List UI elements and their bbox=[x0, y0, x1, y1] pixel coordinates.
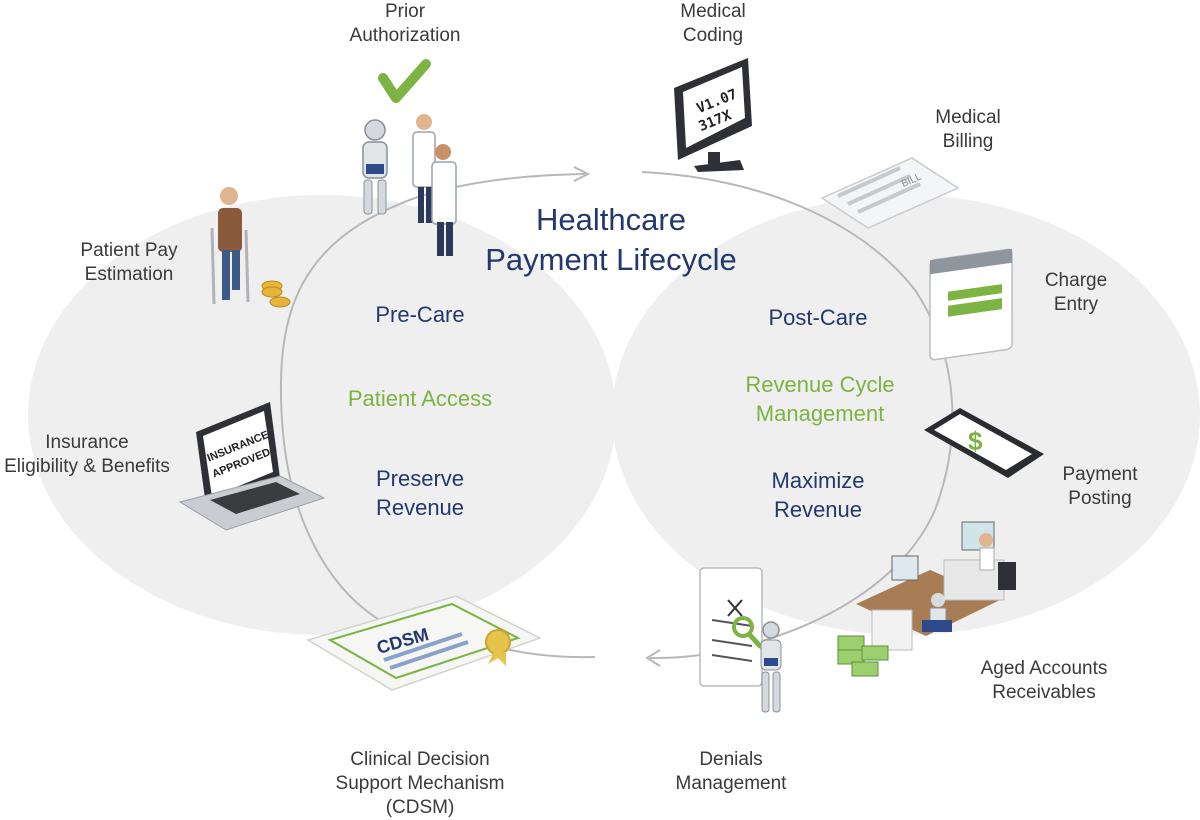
stage-label-line: Authorization bbox=[349, 25, 461, 46]
stage-patient-pay-estimation: Patient Pay Estimation bbox=[80, 239, 177, 287]
cash-stack-icon bbox=[837, 635, 889, 677]
stage-label-line: Receivables bbox=[992, 682, 1096, 703]
robot-icon bbox=[760, 621, 782, 713]
stage-label-line: Estimation bbox=[84, 264, 174, 285]
stage-label-line: Management bbox=[675, 773, 787, 794]
stage-label-line: Insurance bbox=[45, 432, 129, 453]
post-care-heading-text: Post-Care bbox=[768, 305, 868, 330]
smartphone-icon: $ bbox=[924, 408, 1044, 478]
stage-label-line: Coding bbox=[682, 25, 744, 46]
dollar-sign: $ bbox=[968, 426, 983, 456]
stage-label-line: Entry bbox=[1053, 294, 1099, 315]
doctor-icon bbox=[412, 114, 457, 256]
stage-medical-coding: Medical Coding bbox=[680, 0, 745, 48]
post-care-zone bbox=[612, 195, 1200, 635]
stage-label-line: Patient Pay bbox=[80, 240, 178, 261]
laptop-icon: INSURANCE APPROVED bbox=[178, 402, 326, 531]
diagram-title: Healthcare Payment Lifecycle bbox=[485, 200, 737, 280]
title-line-2: Payment Lifecycle bbox=[485, 242, 737, 277]
revenue-text-left: Revenue bbox=[375, 495, 465, 520]
stage-label-line: Billing bbox=[942, 131, 994, 152]
stage-prior-authorization: Prior Authorization bbox=[350, 0, 461, 48]
preserve-text: Preserve bbox=[375, 466, 465, 491]
stage-medical-billing: Medical Billing bbox=[935, 106, 1000, 154]
check-icon bbox=[378, 59, 431, 103]
stage-label-line: Aged Accounts bbox=[980, 658, 1108, 679]
browser-window-icon bbox=[929, 248, 1013, 361]
document-magnifier-icon bbox=[699, 567, 763, 687]
patient-access-label: Patient Access bbox=[348, 384, 492, 413]
arrow-right-icon bbox=[573, 166, 591, 182]
maximize-revenue-label: Maximize Revenue bbox=[772, 466, 865, 524]
patient-crutches-icon bbox=[210, 187, 250, 305]
stage-label-line: Medical bbox=[935, 107, 1001, 128]
stage-label-line: Medical bbox=[680, 1, 746, 22]
pre-care-heading-text: Pre-Care bbox=[375, 302, 465, 327]
revenue-text-right: Revenue bbox=[773, 497, 863, 522]
post-care-heading: Post-Care bbox=[768, 303, 867, 332]
patient-access-text: Patient Access bbox=[347, 386, 493, 411]
stage-label-line: Prior bbox=[384, 1, 426, 22]
stage-label-line: Payment bbox=[1062, 464, 1138, 485]
revenue-cycle-text: Revenue Cycle bbox=[745, 372, 895, 397]
pre-care-zone bbox=[28, 195, 616, 635]
robot-icon bbox=[362, 119, 388, 215]
stage-label-line: Support Mechanism bbox=[335, 773, 505, 794]
stage-label-line: Clinical Decision bbox=[350, 749, 490, 770]
preserve-revenue-label: Preserve Revenue bbox=[376, 464, 464, 522]
revenue-cycle-management-label: Revenue Cycle Management bbox=[745, 370, 894, 428]
stage-aged-accounts-receivables: Aged Accounts Receivables bbox=[981, 657, 1108, 705]
maximize-text: Maximize bbox=[771, 468, 865, 493]
stage-insurance-eligibility: Insurance Eligibility & Benefits bbox=[4, 431, 170, 479]
stage-denials-management: Denials Management bbox=[676, 748, 787, 796]
certificate-icon: CDSM bbox=[306, 595, 542, 691]
stage-label-line: (CDSM) bbox=[385, 797, 455, 818]
stage-cdsm: Clinical Decision Support Mechanism (CDS… bbox=[336, 748, 505, 820]
office-desk-icon bbox=[856, 521, 1016, 651]
title-line-1: Healthcare bbox=[536, 202, 686, 237]
monitor-icon: V1.07 317X bbox=[674, 58, 752, 172]
stage-label-line: Charge bbox=[1044, 270, 1108, 291]
stage-payment-posting: Payment Posting bbox=[1063, 463, 1138, 511]
stage-label-line: Denials bbox=[699, 749, 763, 770]
stage-charge-entry: Charge Entry bbox=[1045, 269, 1107, 317]
management-text: Management bbox=[755, 401, 885, 426]
bill-icon: BILL bbox=[820, 157, 960, 229]
coins-icon bbox=[261, 280, 291, 308]
arrow-left-icon bbox=[645, 649, 661, 667]
pre-care-heading: Pre-Care bbox=[375, 300, 464, 329]
stage-label-line: Eligibility & Benefits bbox=[4, 456, 170, 477]
stage-label-line: Posting bbox=[1068, 488, 1132, 509]
